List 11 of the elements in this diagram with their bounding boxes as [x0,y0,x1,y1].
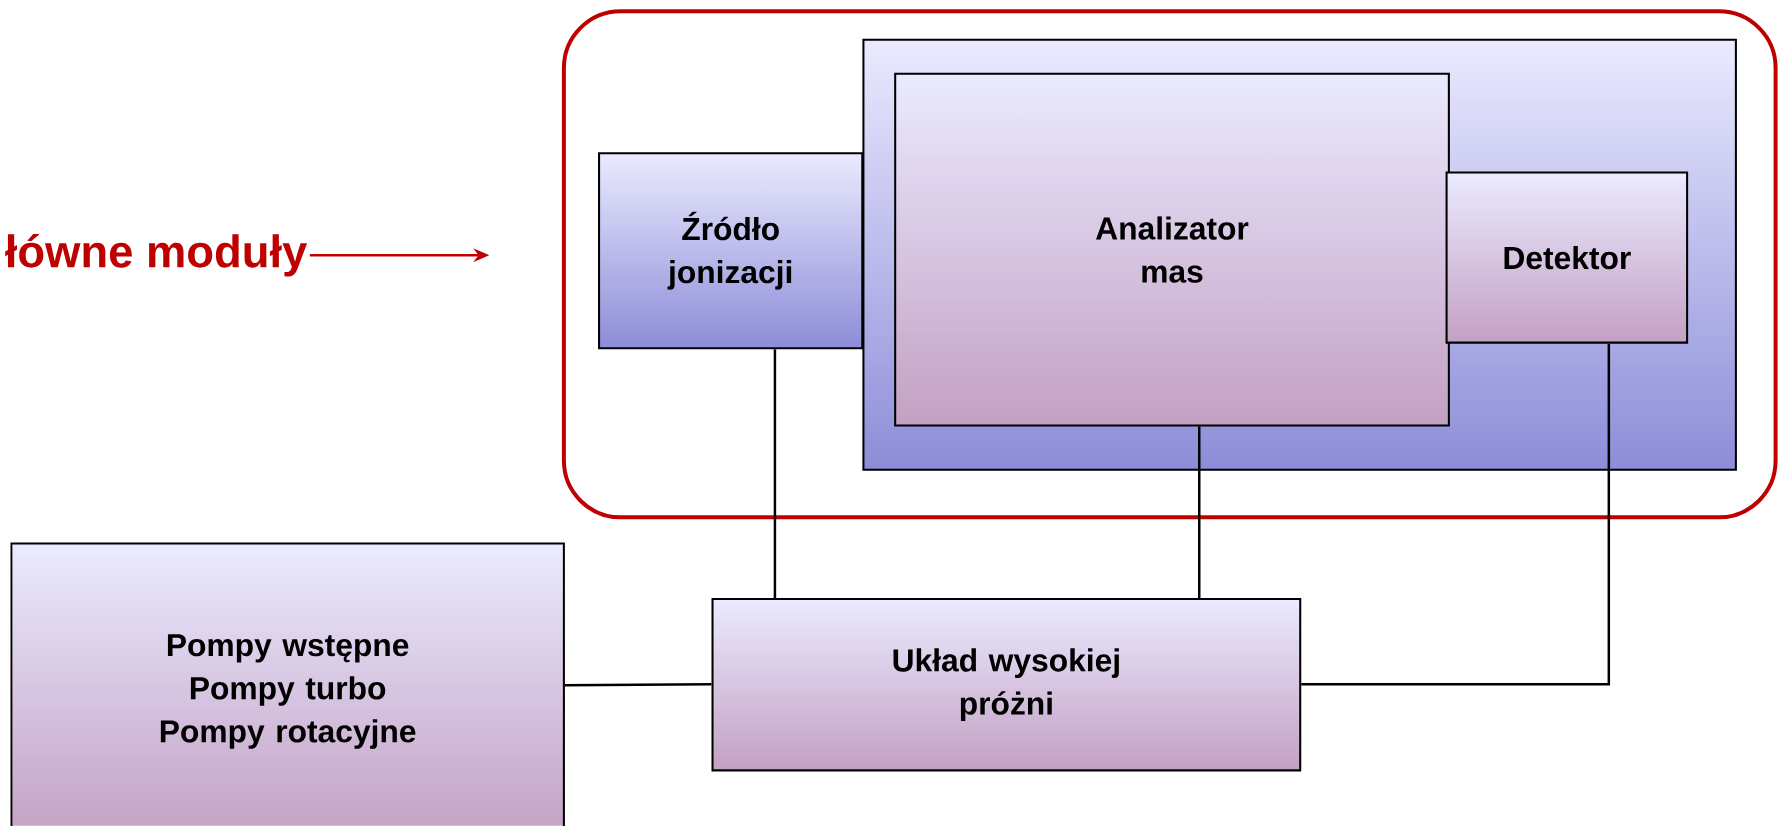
process-box: Pompy wstępne Pompy turbo Pompy rotacyjne [10,542,565,826]
heading-text: łówne moduły [5,233,308,277]
connector-line [1301,343,1611,686]
connector-line [773,349,777,599]
module-group-frame [561,9,1778,520]
process-box: Detektor [1445,171,1689,344]
process-box: Układ wysokiej próżni [711,598,1302,772]
connector-line [564,682,712,687]
process-box: Analizator mas [894,72,1450,427]
connector-line [1198,426,1201,599]
process-box: Źródło jonizacji [598,152,864,350]
